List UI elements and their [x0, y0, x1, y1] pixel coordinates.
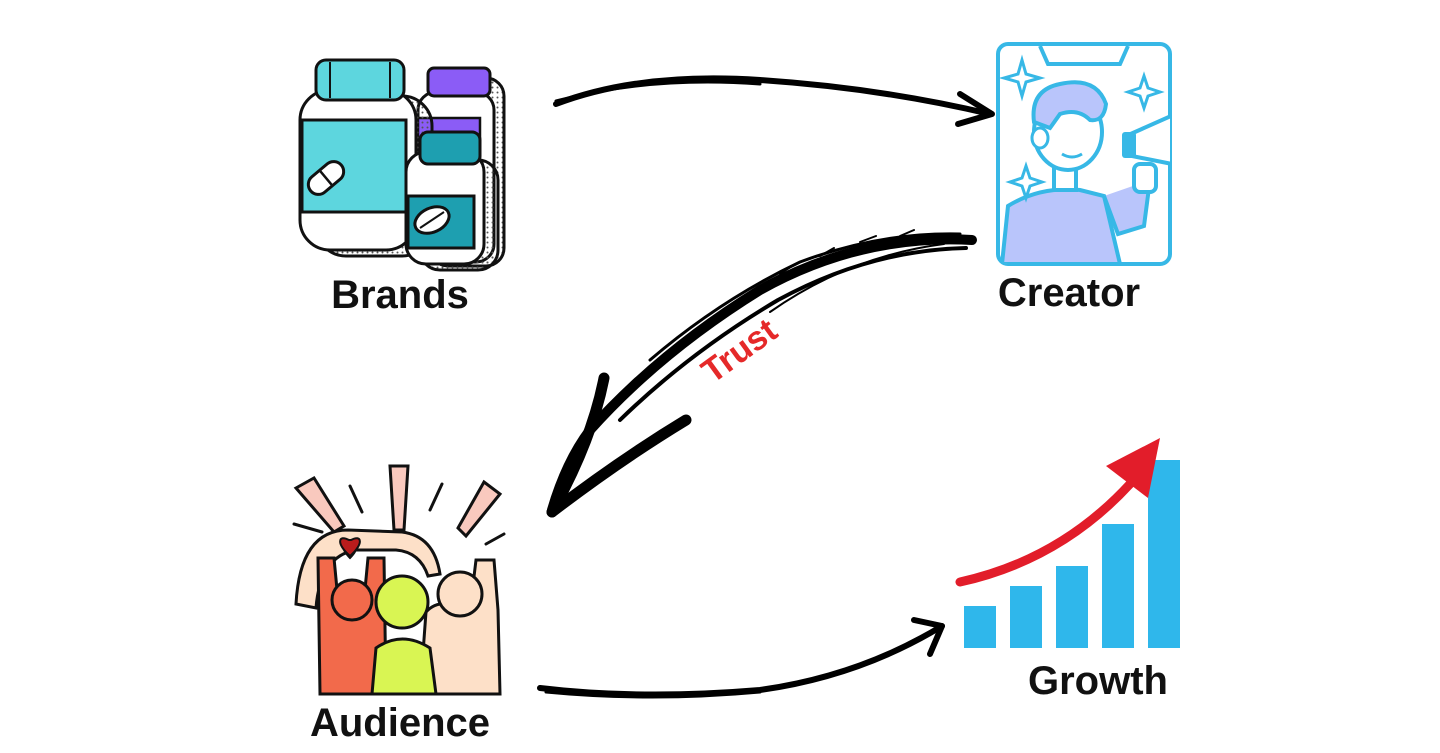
- cheering-audience-icon: [292, 464, 506, 696]
- creator-megaphone-icon: [996, 42, 1172, 266]
- brands-label: Brands: [331, 273, 469, 317]
- supplement-bottles-icon: [298, 58, 506, 272]
- audience-label: Audience: [310, 701, 490, 745]
- arrow-audience-to-growth: [537, 617, 945, 699]
- arrow-brands-to-creator: [553, 75, 995, 127]
- growth-chart-icon: [955, 438, 1180, 648]
- growth-label: Growth: [1028, 659, 1168, 703]
- creator-label: Creator: [998, 271, 1140, 315]
- arrow-creator-to-audience: [546, 229, 977, 518]
